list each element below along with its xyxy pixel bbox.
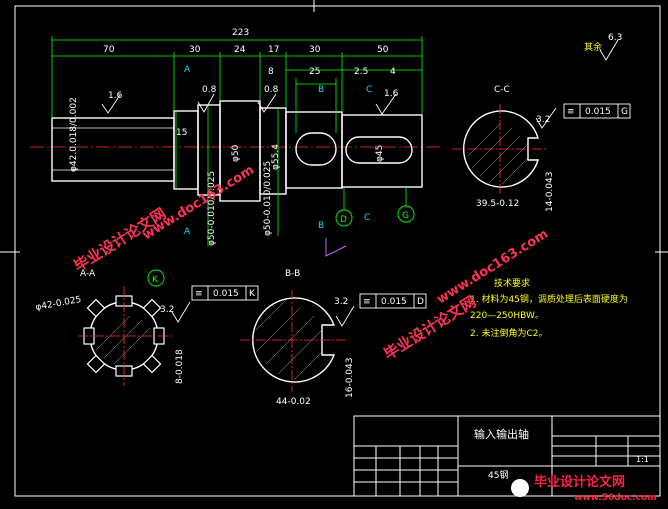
watermark-cn-1: 毕业设计论文网 [71, 204, 170, 275]
shaft-segment-6 [285, 111, 343, 189]
part-material: 45钢 [488, 469, 508, 481]
section-bb-title: B-B [285, 269, 300, 279]
dim-44: 44-0.02 [276, 397, 311, 407]
main-dimension-texts: 223 70 30 24 17 30 50 8 25 2.5 4 15 φ42.… [69, 28, 396, 246]
keyway-1 [295, 132, 337, 166]
section-cc-title: C-C [494, 85, 510, 95]
dim-diameter-45: φ45 [375, 145, 385, 162]
dim-8: 8 [268, 67, 274, 77]
datum-g: G [397, 187, 415, 223]
drawing-scale: 1:1 [636, 455, 649, 464]
roughness-1: 1.6 [108, 91, 123, 101]
tolerance-frame-k: ≡ 0.015 K [191, 285, 259, 301]
section-aa-title: A-A [80, 269, 96, 279]
tech-req-line-1: 1. 材料为45钢，调质处理后表面硬度为 [470, 293, 628, 305]
view-label-a-bottom: A [184, 227, 191, 237]
dim-segment-2: 30 [189, 45, 201, 55]
dim-segment-5: 30 [309, 45, 321, 55]
roughness-cc: 3.2 [536, 115, 550, 125]
dim-diameter-55: φ55.4 [271, 144, 281, 170]
dim-16-bb: 16-0.043 [345, 358, 355, 398]
footer-logo-cn: 毕业设计论文网 [534, 474, 625, 490]
shaft-main-view [30, 100, 440, 202]
dim-segment-3: 24 [234, 45, 246, 55]
tol-g-symbol: ≡ [567, 107, 575, 117]
tolerance-frame-g: ≡ 0.015 G [563, 103, 631, 119]
tolerance-frame-d: ≡ 0.015 D [359, 293, 427, 309]
roughness-bb: 3.2 [334, 297, 348, 307]
roughness-3: 0.8 [264, 85, 279, 95]
tol-k-symbol: ≡ [195, 289, 203, 299]
datum-k: K [147, 269, 165, 287]
keyway-2 [345, 136, 413, 164]
section-aa [78, 286, 172, 386]
technical-requirements: 技术要求 1. 材料为45钢，调质处理后表面硬度为 220—250HBW。 2.… [470, 277, 628, 339]
rest-roughness-label: 其余 [584, 41, 602, 53]
tol-d-value: 0.015 [381, 297, 407, 307]
drawing-border [14, 5, 661, 497]
tol-d-datum: D [417, 297, 424, 307]
dim-8-aa: 8-0.018 [175, 349, 185, 384]
dim-4: 4 [390, 67, 396, 77]
dim-segment-6: 50 [377, 45, 389, 55]
tech-req-line-2: 220—250HBW。 [470, 311, 544, 321]
dim-spline-42: φ42-0.025 [35, 295, 82, 313]
roughness-2: 0.8 [202, 85, 217, 95]
view-label-a-top: A [184, 65, 191, 75]
tech-req-title: 技术要求 [494, 277, 530, 289]
view-label-b-bottom: B [318, 221, 324, 231]
dim-39-5: 39.5-0.12 [476, 199, 519, 209]
view-label-c-top: C [366, 85, 372, 95]
tol-d-symbol: ≡ [363, 297, 371, 307]
dim-diameter-42: φ42.0.018/0.002 [69, 97, 79, 172]
dim-diameter-50: φ50 [231, 144, 241, 162]
datum-d-label: D [340, 215, 347, 225]
tech-req-line-3: 2. 未注倒角为C2。 [470, 327, 547, 339]
datum-k-label: K [152, 275, 159, 285]
datum-g-label: G [402, 211, 409, 221]
watermark-top: 毕业设计论文网 www.doc163.com [71, 163, 257, 276]
dim-diameter-50-left: φ50-0.010/0.025 [207, 171, 217, 246]
part-name: 输入输出轴 [474, 427, 529, 441]
dim-diameter-50-right: φ50-0.010/0.025 [263, 161, 273, 236]
dim-segment-4: 17 [268, 45, 279, 55]
shaft-segment-7 [341, 114, 423, 188]
tol-g-value: 0.015 [585, 107, 611, 117]
roughness-4: 1.6 [384, 89, 399, 99]
main-dimensions [51, 36, 423, 246]
dim-segment-1: 70 [103, 45, 115, 55]
tol-g-datum: G [621, 107, 628, 117]
roughness-rest: 6.3 [608, 33, 622, 43]
dim-14-cc: 14-0.043 [545, 172, 555, 212]
footer-logo-url: www.56doc.com [574, 493, 657, 503]
section-cc [452, 104, 548, 196]
tol-k-value: 0.015 [213, 289, 239, 299]
view-direction-arrow [325, 238, 347, 257]
view-label-c-bottom: C [364, 213, 370, 223]
dim-15: 15 [176, 128, 187, 138]
roughness-aa: 3.2 [160, 305, 174, 315]
dim-25: 25 [309, 67, 320, 77]
shaft-segment-2 [173, 110, 199, 190]
datum-d: D [335, 188, 353, 227]
view-label-b-top: B [318, 85, 324, 95]
site-footer-logo: 毕业设计论文网 www.56doc.com [511, 474, 657, 503]
section-bb [240, 290, 346, 392]
tol-k-datum: K [249, 289, 256, 299]
dim-2-5: 2.5 [354, 67, 368, 77]
roughness-symbols [101, 39, 619, 327]
title-block [353, 415, 661, 497]
dim-overall-length: 223 [232, 28, 249, 38]
